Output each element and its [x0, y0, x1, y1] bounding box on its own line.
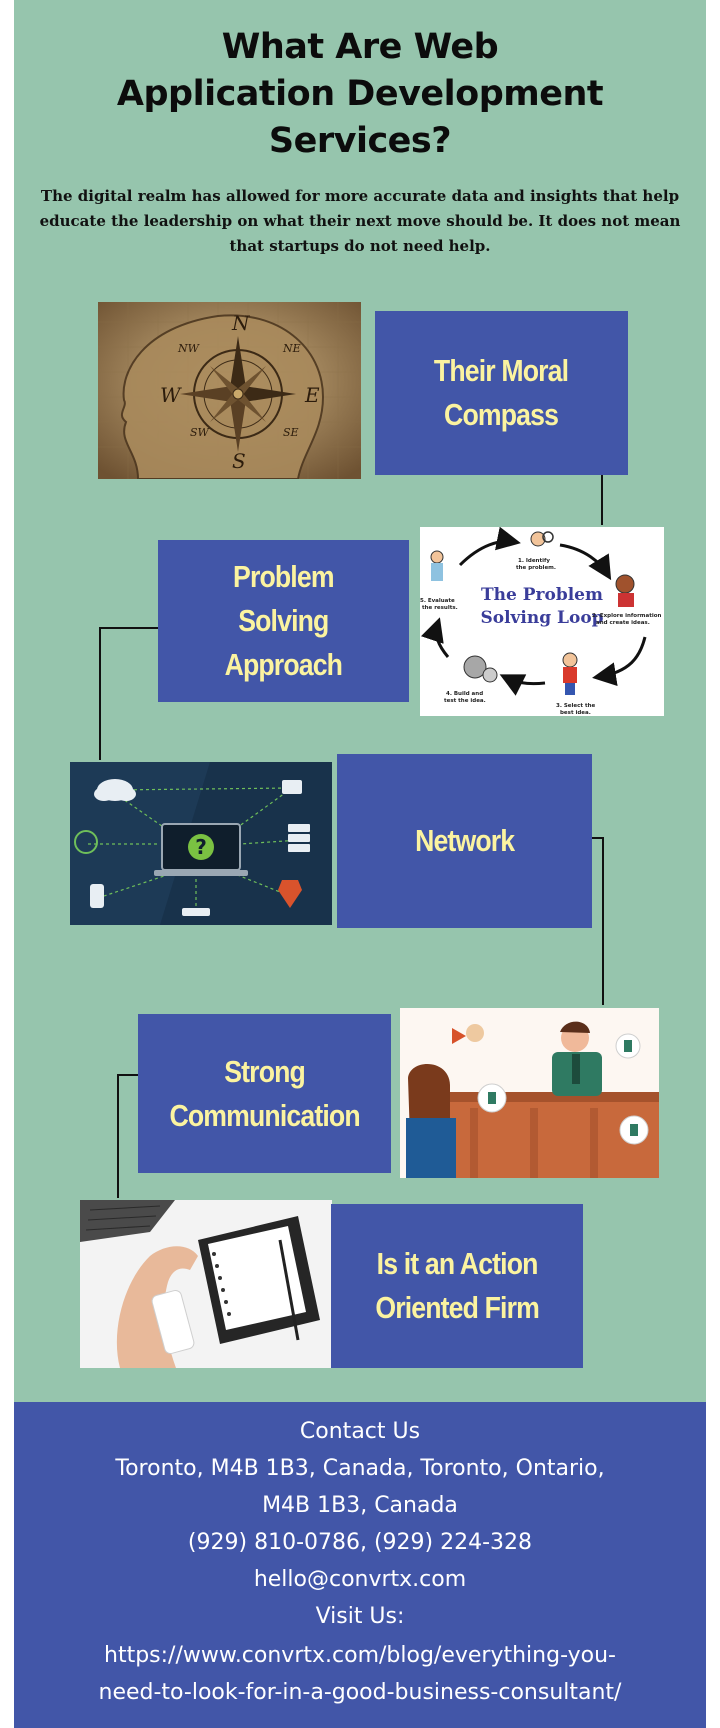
loop-step-4b: test the idea.	[444, 698, 486, 704]
title-line-2: Application Development	[116, 74, 604, 114]
section-label: Solving	[238, 603, 329, 638]
communication-image	[400, 1008, 659, 1178]
compass-e: E	[304, 383, 320, 407]
section-label: Their Moral	[434, 353, 569, 388]
network-image: ?	[70, 762, 332, 925]
section-box-strong-communication: Strong Communication	[138, 1014, 391, 1173]
loop-step-5b: the results.	[422, 605, 458, 611]
loop-step-3: 3. Select the	[556, 703, 595, 709]
section-box-moral-compass: Their Moral Compass	[375, 311, 628, 475]
section-box-action-oriented: Is it an Action Oriented Firm	[331, 1204, 583, 1368]
compass-nw: NW	[177, 342, 201, 355]
section-label: Approach	[224, 647, 343, 682]
contact-email[interactable]: hello@convrtx.com	[253, 1567, 467, 1592]
loop-step-2: 2. Explore information	[592, 613, 662, 619]
compass-w: W	[160, 383, 182, 407]
visit-url-line-2[interactable]: need-to-look-for-in-a-good-business-cons…	[98, 1680, 622, 1705]
section-box-problem-solving: Problem Solving Approach	[158, 540, 409, 702]
compass-se: SE	[283, 426, 299, 439]
compass-ne: NE	[282, 342, 301, 355]
title-line-3: Services?	[268, 121, 452, 161]
loop-step-1b: the problem.	[516, 565, 556, 571]
compass-sw: SW	[190, 426, 211, 439]
title-line-1: What Are Web	[221, 27, 499, 67]
network-question-mark: ?	[195, 835, 207, 859]
visit-url-line-1[interactable]: https://www.convrtx.com/blog/everything-…	[104, 1643, 616, 1668]
section-label: Strong	[224, 1053, 306, 1089]
compass-n: N	[231, 311, 251, 335]
intro-paragraph: The digital realm has allowed for more a…	[39, 187, 681, 255]
loop-title-1: The Problem	[481, 585, 603, 605]
section-label: Problem	[233, 559, 335, 594]
loop-step-3b: best idea.	[560, 710, 591, 716]
action-oriented-image	[80, 1200, 332, 1368]
loop-step-5: 5. Evaluate	[420, 598, 455, 604]
contact-address-line-1: Toronto, M4B 1B3, Canada, Toronto, Ontar…	[115, 1456, 605, 1481]
loop-title-2: Solving Loop	[480, 608, 603, 628]
contact-footer	[14, 1402, 706, 1728]
visit-heading: Visit Us:	[315, 1604, 405, 1629]
section-label: Compass	[444, 397, 559, 432]
loop-step-1: 1. Identify	[518, 558, 550, 564]
contact-heading: Contact Us	[299, 1419, 421, 1444]
loop-step-4: 4. Build and	[446, 691, 483, 697]
section-label: Oriented Firm	[375, 1290, 539, 1325]
compass-s: S	[232, 449, 246, 473]
contact-address-line-2: M4B 1B3, Canada	[262, 1493, 458, 1518]
section-box-network: Network	[337, 754, 592, 928]
loop-step-2b: and create ideas.	[596, 620, 650, 626]
contact-phone: (929) 810-0786, (929) 224-328	[187, 1530, 533, 1555]
page-title: What Are Web Application Development Ser…	[14, 24, 706, 165]
problem-solving-loop-image: The Problem Solving Loop 1. Identify the…	[420, 527, 664, 716]
section-label: Communication	[169, 1097, 360, 1133]
section-label: Is it an Action	[376, 1246, 539, 1281]
moral-compass-image: N NE NW W E SW SE S	[98, 302, 361, 479]
section-label: Network	[414, 823, 515, 858]
